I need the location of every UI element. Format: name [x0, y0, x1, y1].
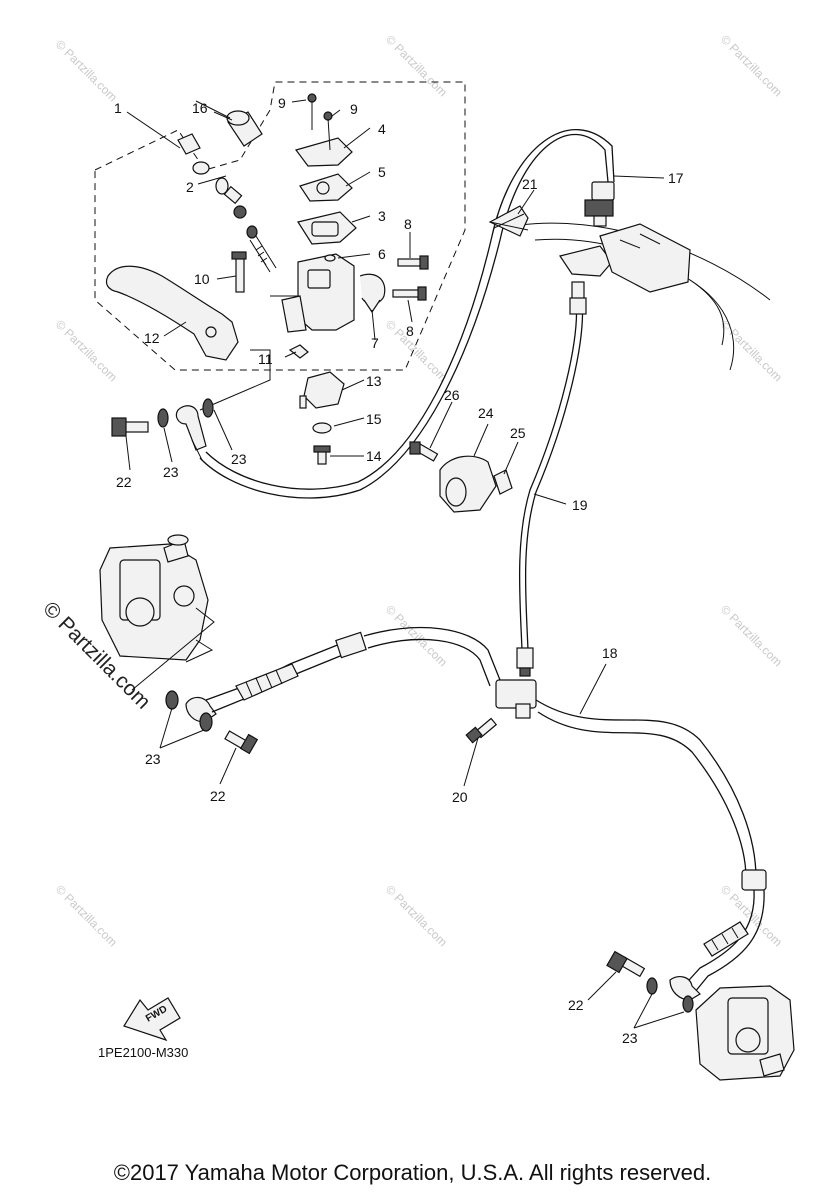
callout-label: 23	[163, 464, 179, 480]
callout-label: 9	[278, 95, 286, 111]
callout-labels: 1 16 9 9 4 5 3 6 8 7 8 2 10 12 11 13 15 …	[114, 95, 684, 1046]
callout-label: 24	[478, 405, 494, 421]
callout-label: 1	[114, 100, 122, 116]
callout-label: 11	[258, 351, 273, 367]
callout-label: 26	[444, 387, 460, 403]
upper-brake-hose	[199, 133, 609, 499]
callout-label: 8	[404, 216, 412, 232]
watermark-text: © Partzilla.com	[718, 32, 785, 99]
leader-lines	[125, 99, 685, 1029]
callout-label: 6	[378, 246, 386, 262]
callout-label: 8	[406, 323, 414, 339]
lower-brake-hose	[535, 699, 757, 879]
clamp	[359, 273, 386, 305]
callout-label: 22	[116, 474, 132, 490]
master-cylinder-assembly	[105, 93, 429, 465]
callout-label: 21	[522, 176, 538, 192]
callout-label: 9	[350, 101, 358, 117]
upper-right-bracket	[559, 223, 691, 301]
watermark-text: © Partzilla.com	[383, 882, 450, 949]
hose-fitting-17	[584, 181, 615, 227]
watermark-text: © Partzilla.com	[53, 882, 120, 949]
callout-label: 14	[366, 448, 382, 464]
watermark-text: © Partzilla.com	[718, 317, 785, 384]
pipe-clamp	[409, 441, 513, 513]
callout-label: 3	[378, 208, 386, 224]
callout-label: 19	[572, 497, 588, 513]
callout-label: 5	[378, 164, 386, 180]
diagram-code: 1PE2100-M330	[98, 1045, 188, 1060]
callout-label: 15	[366, 411, 382, 427]
left-lower-hose	[165, 626, 501, 755]
callout-label: 17	[668, 170, 684, 186]
three-way-joint	[465, 679, 537, 744]
callout-label: 4	[378, 121, 386, 137]
watermark-text: © Partzilla.com	[383, 602, 450, 669]
callout-label: 25	[510, 425, 526, 441]
watermark-text: © Partzilla.com	[53, 317, 120, 384]
callout-label: 23	[231, 451, 247, 467]
watermark-text: © Partzilla.com	[383, 317, 450, 384]
left-caliper	[99, 534, 215, 691]
callout-label: 22	[568, 997, 584, 1013]
brake-switch	[303, 371, 345, 409]
callout-label: 13	[366, 373, 382, 389]
callout-label: 23	[145, 751, 161, 767]
callout-label: 10	[194, 271, 210, 287]
piston-kit	[192, 161, 277, 273]
upper-hose-fitting	[111, 398, 214, 461]
callout-label: 7	[371, 335, 379, 351]
watermark-text: © Partzilla.com	[718, 602, 785, 669]
callout-label: 20	[452, 789, 468, 805]
callout-label: 16	[192, 100, 208, 116]
callout-label: 23	[622, 1030, 638, 1046]
callout-label: 2	[186, 179, 194, 195]
right-caliper	[606, 950, 795, 1081]
copyright-notice: ©2017 Yamaha Motor Corporation, U.S.A. A…	[113, 1160, 712, 1185]
brake-lever	[105, 265, 239, 361]
callout-label: 22	[210, 788, 226, 804]
callout-label: 12	[144, 330, 160, 346]
reservoir-cap	[294, 137, 353, 167]
fwd-arrow-icon: FWD	[123, 997, 181, 1042]
callout-label: 18	[602, 645, 618, 661]
brake-pipe	[518, 299, 578, 651]
watermark-text: © Partzilla.com	[53, 37, 120, 104]
watermark-text: © Partzilla.com	[383, 32, 450, 99]
master-cylinder-body	[297, 253, 355, 331]
